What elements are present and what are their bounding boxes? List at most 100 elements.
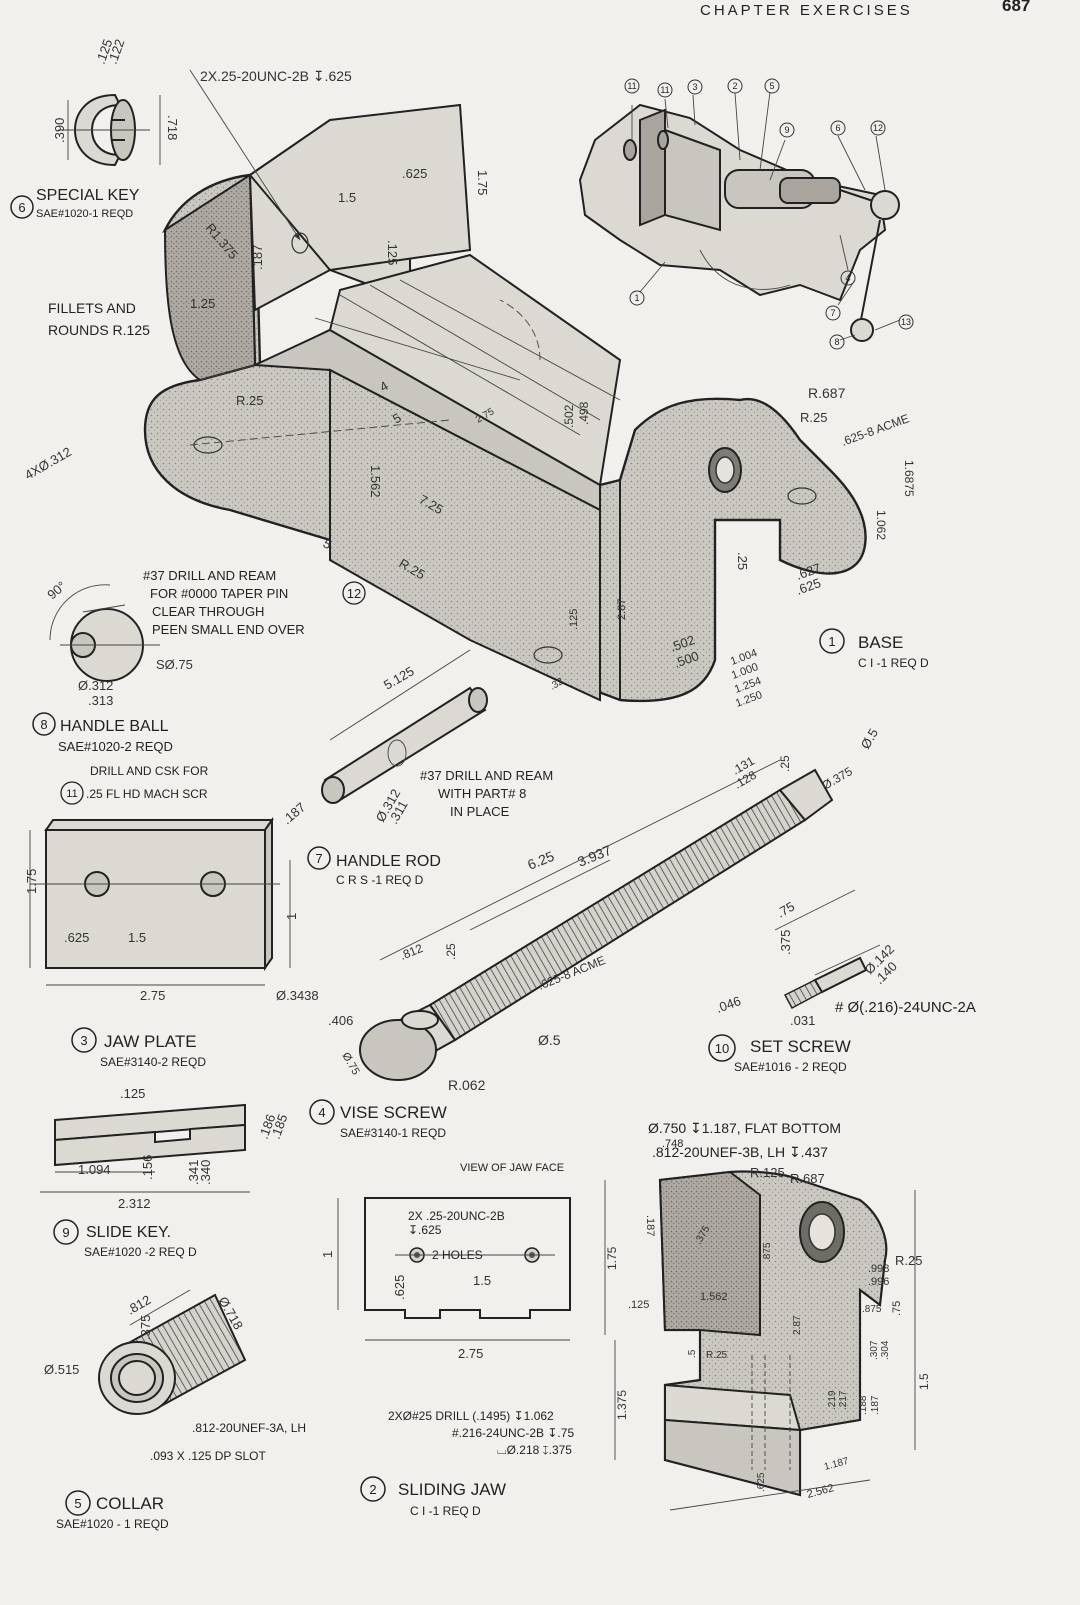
dim-label: .156 [140, 1155, 155, 1180]
dim-label: .75 [891, 1301, 903, 1316]
part-number: 1 [828, 634, 835, 649]
assembly-callout: 8 [834, 337, 839, 347]
note-line: .812-20UNEF-3B, LH ↧.437 [652, 1144, 828, 1160]
dim-label: .875 [862, 1304, 882, 1315]
vise-screw-drawing [359, 759, 834, 1081]
dim-label: R.25 [706, 1350, 728, 1361]
note-line: ROUNDS R.125 [48, 322, 150, 338]
dim-label: 1.5 [338, 190, 356, 205]
part-number: 6 [18, 200, 25, 215]
dim-label: R.687 [808, 385, 846, 401]
assembly-callout: 11 [660, 85, 669, 95]
dim-label: 2.75 [458, 1346, 483, 1361]
dim-label: 4XØ.312 [22, 444, 74, 483]
note-line: CLEAR THROUGH [152, 604, 264, 619]
part-label-vise-screw: 4 VISE SCREW SAE#3140-1 REQD [309, 1099, 447, 1140]
part-number: 4 [318, 1105, 325, 1120]
dim-label: .625 [392, 1275, 407, 1300]
dim-label: .341 [186, 1160, 201, 1185]
dim-label: .390 [52, 118, 67, 143]
dim-label: .031 [790, 1013, 815, 1028]
part-label-set-screw: 10 SET SCREW SAE#1016 - 2 REQD [708, 1034, 851, 1074]
dim-label: 1.562 [368, 465, 383, 498]
dim-label: .5 [687, 1349, 698, 1358]
handle-ball-drawing: 90° SØ.75 Ø.312 .313 [44, 578, 193, 708]
dim-label: .304 [880, 1340, 891, 1360]
part-label-special-key: 6 SPECIAL KEY SAE#1020-1 REQD [10, 187, 140, 220]
page-number: 687 [1002, 0, 1031, 15]
set-screw-thread: # Ø(.216)-24UNC-2A [835, 999, 976, 1016]
note-line: #.216-24UNC-2B ↧.75 [452, 1426, 574, 1440]
dim-label: .25 [444, 943, 458, 960]
dim-label: 1.5 [917, 1373, 931, 1390]
dim-label: .125 [628, 1299, 649, 1311]
dim-label: 1.75 [24, 869, 39, 894]
jaw-plate-drawing: 1.75 .625 1.5 2.75 .187 1 [24, 800, 308, 1003]
part-name: SLIDE KEY. [86, 1224, 171, 1241]
dim-label: R.125 [750, 1165, 785, 1180]
dim-label: .996 [868, 1276, 889, 1288]
assembly-callout: 6 [835, 123, 840, 133]
part-spec: SAE#1020-2 REQD [58, 739, 173, 754]
top-note: 2X.25-20UNC-2B ↧.625 [200, 68, 352, 84]
assembly-callout: 13 [901, 317, 911, 327]
assembly-callout: 12 [873, 123, 883, 133]
dim-label: .498 [577, 401, 591, 425]
dim-label: Ø.312 [78, 678, 113, 693]
handle-rod-note: #37 DRILL AND REAM WITH PART# 8 IN PLACE [420, 768, 553, 819]
screw-ref: 11 [66, 788, 77, 800]
part-spec: SAE#1016 - 2 REQD [734, 1060, 847, 1074]
dim-label: 1.062 [874, 510, 888, 540]
dim-label: .340 [198, 1160, 213, 1185]
note-line: ↧.625 [408, 1223, 442, 1237]
collar-slot: .093 X .125 DP SLOT [150, 1449, 267, 1463]
part-spec: SAE#1020 -2 REQ D [84, 1245, 197, 1259]
dim-label: 2.87 [792, 1315, 803, 1335]
dim-label: .625 [756, 1472, 767, 1492]
note-line: .748 [662, 1138, 683, 1150]
part-name: SET SCREW [750, 1037, 851, 1056]
dim-label: 1 [284, 913, 299, 920]
dim-label: .812 [398, 941, 425, 963]
dim-label: .307 [869, 1340, 880, 1360]
dim-label: .25 [778, 755, 792, 772]
dim-label: Ø.75 [339, 1051, 361, 1078]
part-number: 8 [40, 717, 47, 732]
dim-label: .217 [838, 1390, 849, 1410]
dim-label: 1.094 [78, 1162, 111, 1177]
note-line: 2X .25-20UNC-2B [408, 1209, 505, 1223]
dim-label: 3.937 [575, 842, 614, 870]
part-spec: SAE#3140-2 REQD [100, 1055, 206, 1069]
part-spec: C I -1 REQ D [858, 656, 929, 670]
part-number: 3 [80, 1033, 87, 1048]
base-part-drawing [143, 103, 867, 703]
dim-label: .25 [735, 552, 750, 570]
dim-label: .187 [644, 1215, 656, 1236]
assembly-callout: 9 [784, 125, 789, 135]
fillets-note: FILLETS AND ROUNDS R.125 [48, 300, 150, 338]
handle-ball-note: #37 DRILL AND REAM FOR #0000 TAPER PIN C… [143, 568, 366, 637]
chapter-title: CHAPTER EXERCISES [700, 2, 913, 19]
sliding-jaw-bore-note: Ø.750 ↧1.187, FLAT BOTTOM .748 .812-20UN… [648, 1120, 841, 1160]
dim-label: 1.25 [190, 296, 215, 311]
dim-label: 2.562 [806, 1482, 836, 1501]
note-line: #37 DRILL AND REAM [143, 568, 276, 583]
handle-rod-drawing: 5.125 Ø.312 .311 [321, 649, 488, 827]
part-label-jaw-plate: 3 JAW PLATE SAE#3140-2 REQD [71, 1027, 206, 1069]
note-line: IN PLACE [450, 804, 510, 819]
note-line: #37 DRILL AND REAM [420, 768, 553, 783]
part-name: SLIDING JAW [398, 1480, 506, 1499]
dim-label: .313 [88, 693, 113, 708]
dim-label: 1.75 [475, 170, 490, 195]
assembly-callout: 1 [634, 293, 639, 303]
dim-label: 2.75 [140, 988, 165, 1003]
dim-label: .375 [778, 930, 793, 955]
dim-label: Ø.3438 [276, 988, 319, 1003]
note-line: FILLETS AND [48, 300, 136, 316]
part-spec: C R S -1 REQ D [336, 873, 424, 887]
part-number: 9 [62, 1225, 69, 1240]
dim-label: 2.87 [616, 599, 628, 620]
assembly-view: 11 11 3 2 5 9 6 12 4 7 13 8 1 [578, 78, 914, 350]
